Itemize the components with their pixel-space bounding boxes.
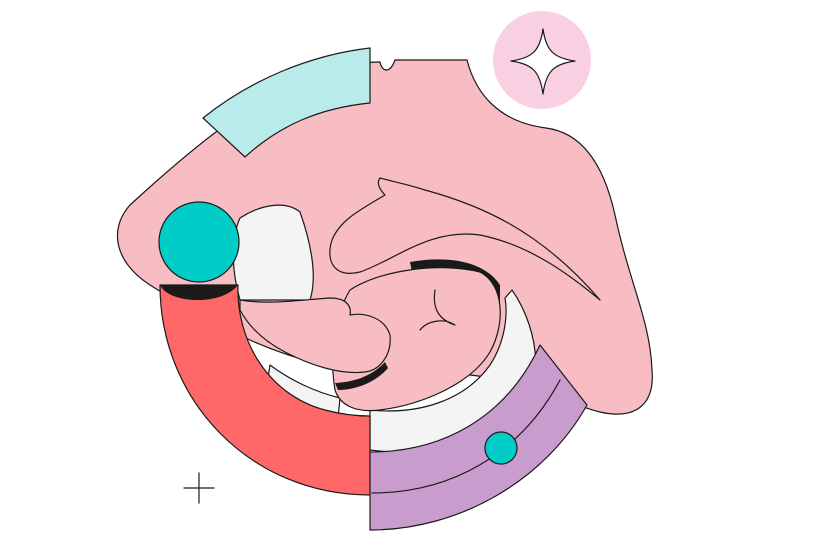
lilac-arc [369, 344, 588, 531]
coral-arc-shadow [160, 285, 238, 300]
back-fold-line [419, 289, 456, 331]
star-badge [493, 11, 591, 109]
lower-hand [239, 297, 391, 374]
aqua-arc [202, 47, 371, 158]
teal-dot-large [158, 201, 240, 283]
teal-dot-small [484, 431, 518, 465]
gray-ring-left [232, 204, 314, 301]
sparkle-star-icon [510, 28, 576, 95]
lilac-arc-line [371, 379, 561, 494]
plus-cross-icon [183, 472, 215, 504]
coral-arc [159, 284, 371, 496]
upper-arm [329, 177, 601, 301]
hand-shadow [335, 362, 388, 390]
